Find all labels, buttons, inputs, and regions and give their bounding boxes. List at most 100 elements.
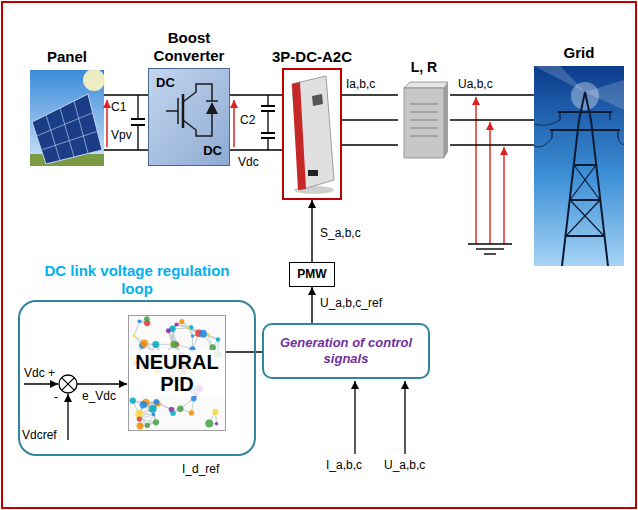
network-dot: [174, 323, 178, 327]
summing-junction: [77, 383, 127, 384]
sign-mark: +: [48, 366, 55, 380]
boost-converter-picture: [148, 68, 230, 166]
ground-symbol: [468, 243, 512, 244]
network-dot: [171, 341, 179, 349]
signal-arrow: [311, 200, 312, 262]
controller-label: NEURAL PID: [129, 350, 225, 396]
filter-heading: L, R: [394, 59, 454, 76]
signal-name: Vdc: [238, 155, 259, 169]
dc-wire: [230, 94, 282, 95]
network-dot: [177, 406, 183, 412]
grid-picture: [534, 120, 560, 125]
grid-picture: [534, 120, 624, 147]
filter-picture: [444, 82, 448, 158]
grid-picture: [574, 164, 596, 166]
inverter-picture: [292, 76, 334, 194]
filter-picture: [410, 135, 438, 136]
signal-name: Vpv: [111, 128, 132, 142]
signal-line: [226, 351, 262, 352]
solar-panel-picture: [32, 94, 102, 164]
ground-symbol: [484, 253, 496, 254]
dc-wire: [230, 95, 282, 150]
summing-junction: [59, 375, 77, 393]
inverter-picture: [292, 82, 306, 190]
network-dot: [133, 334, 136, 337]
signal-name: e_Vdc: [82, 389, 116, 403]
grid-picture: [566, 200, 600, 236]
phase-wire: [342, 119, 398, 120]
neural-pid-box: NEURAL PID: [128, 315, 226, 431]
summing-junction: [62, 378, 75, 391]
capacitor-symbol: [261, 105, 275, 107]
port-label: DC: [203, 144, 222, 158]
signal-name: Ua,b,c: [458, 77, 493, 91]
network-link: [134, 321, 139, 335]
grid-picture: [574, 165, 600, 200]
boost-converter-picture: [148, 68, 230, 166]
solar-panel-picture: [37, 101, 98, 161]
solar-panel-picture: [60, 108, 74, 157]
filter-picture: [410, 119, 438, 120]
network-dot: [145, 423, 150, 428]
grid-picture: [579, 92, 591, 120]
network-dot: [170, 410, 176, 416]
grid-picture: [618, 138, 624, 144]
signal-name: S_a,b,c: [320, 226, 361, 240]
phase-wire: [450, 94, 534, 95]
filter-picture: [410, 103, 438, 104]
signal-line: [226, 352, 262, 353]
pwm-box: PMW: [289, 262, 335, 287]
network-dot: [199, 330, 207, 338]
capacitor-symbol: [267, 111, 268, 133]
ground-symbol: [476, 248, 504, 249]
dc-wire: [230, 149, 282, 150]
grid-picture: [570, 200, 604, 236]
phase-wire: [450, 144, 534, 145]
inverter-box: 3P-DC-A2C: [282, 68, 342, 200]
component-name: C1: [111, 100, 126, 114]
solar-panel: Panel: [30, 70, 104, 166]
network-dot: [205, 420, 213, 428]
phase-wire: [450, 95, 534, 145]
grid-measurement-arrows: [476, 97, 504, 244]
signal-arrow: [311, 287, 312, 323]
boost-converter-picture: [206, 102, 218, 114]
neural-network-picture: [128, 315, 226, 431]
network-dot: [140, 339, 148, 347]
control-generation-box: Generation of control signals: [262, 323, 430, 379]
summing-junction: [24, 383, 58, 384]
pwm-label: PMW: [297, 267, 326, 281]
network-dot: [153, 419, 159, 425]
capacitor-symbol: [131, 118, 145, 120]
filter-box: L, R: [398, 80, 450, 164]
component-name: C2: [240, 113, 255, 127]
network-dot: [137, 319, 141, 323]
grid-picture: [559, 112, 560, 120]
inverter-picture: [308, 170, 318, 176]
capacitor-symbol: [137, 95, 138, 119]
solar-panel-picture: [30, 69, 105, 166]
phase-wire: [450, 119, 534, 120]
boost-converter-box: Boost ConverterDCDC: [148, 68, 230, 166]
measurement-inputs: [354, 381, 355, 454]
capacitor-symbol: [267, 95, 268, 106]
phase-wire: [342, 144, 398, 145]
network-dot: [153, 399, 159, 405]
signal-name: I_d_ref: [182, 462, 219, 476]
solar-panel-picture: [30, 70, 104, 166]
measurement-inputs: [355, 381, 405, 454]
grid-picture: [550, 129, 620, 131]
network-dot: [152, 413, 156, 417]
network-dot: [179, 319, 184, 324]
grid-heading: Grid: [539, 44, 619, 62]
grid-picture-box: Grid: [534, 66, 624, 266]
grid-picture: [550, 92, 620, 266]
filter-picture: [410, 127, 438, 128]
dc-wire: [104, 95, 148, 150]
solar-panel-picture: [74, 101, 88, 154]
network-dot: [130, 398, 136, 404]
capacitor-symbol: [261, 132, 275, 134]
dc-wire: [104, 149, 148, 150]
